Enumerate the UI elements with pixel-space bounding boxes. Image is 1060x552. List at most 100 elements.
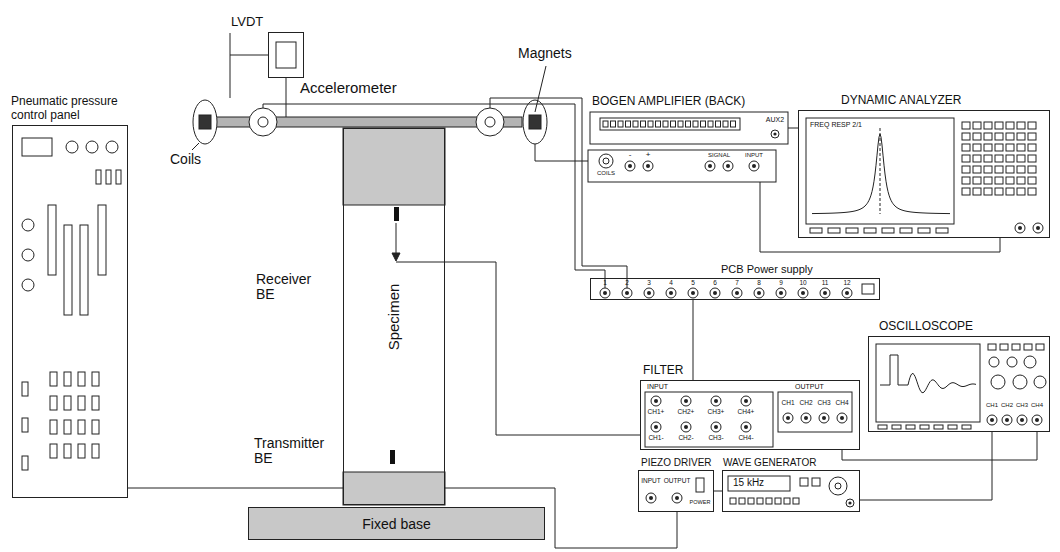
jack: [735, 291, 739, 295]
jack: [1017, 415, 1027, 425]
peak-marker: [880, 128, 881, 214]
key: [800, 478, 808, 486]
device-part: [106, 170, 111, 184]
key: [988, 344, 996, 350]
key: [864, 228, 876, 233]
terminal: [626, 121, 631, 127]
key: [962, 177, 970, 184]
jack: [752, 164, 756, 168]
panel-marking: 6: [713, 279, 717, 286]
key: [1017, 144, 1025, 151]
key: [766, 498, 772, 504]
jack: [714, 425, 718, 429]
key: [1028, 177, 1036, 184]
jack: [711, 396, 721, 406]
panel-marking: POWER: [690, 499, 711, 505]
key: [730, 498, 736, 504]
jack: [1020, 418, 1024, 422]
jack: [647, 291, 651, 295]
key: [995, 122, 1003, 129]
oscilloscope: OSCILLOSCOPE: [868, 336, 1050, 432]
part-label: Transmitter BE: [254, 436, 338, 467]
signal-cable: [842, 432, 1037, 460]
device-label: DYNAMIC ANALYZER: [841, 94, 961, 108]
terminal: [716, 121, 721, 127]
terminal: [693, 121, 698, 127]
bottom-cap: [343, 472, 445, 505]
jack: [708, 164, 712, 168]
panel-marking: CH3+: [708, 408, 725, 415]
key: [1006, 155, 1014, 162]
jack: [1018, 226, 1022, 230]
jack: [681, 422, 691, 432]
terminal: [648, 121, 653, 127]
jack: [840, 416, 844, 420]
device-label: PCB Power supply: [721, 263, 813, 276]
jack: [651, 396, 661, 406]
jack: [819, 413, 829, 423]
jack: [754, 288, 764, 298]
jack: [776, 288, 786, 298]
panel-marking: CH4: [1031, 402, 1043, 409]
jack: [773, 132, 776, 135]
jack: [628, 164, 632, 168]
device-part: [22, 418, 28, 432]
accelerometer: [485, 117, 495, 127]
jack: [723, 161, 733, 171]
panel-marking: +: [646, 151, 651, 160]
jack: [710, 288, 720, 298]
jack: [713, 291, 717, 295]
knob: [989, 357, 999, 367]
jack: [684, 425, 688, 429]
leader-line: [535, 66, 546, 112]
key: [973, 122, 981, 129]
device-label: PIEZO DRIVER: [641, 457, 712, 469]
jack: [744, 425, 748, 429]
device-part: [50, 372, 57, 386]
panel-marking: COILS: [597, 170, 615, 177]
key: [1028, 133, 1036, 140]
terminal: [663, 121, 668, 127]
device-part: [48, 205, 56, 275]
wire: [490, 98, 627, 288]
jack: [600, 288, 610, 298]
device-part: [66, 141, 78, 153]
device-label: LVDT: [231, 15, 263, 30]
jack: [654, 399, 658, 403]
switch: [862, 284, 874, 294]
device-part: [116, 170, 121, 184]
key: [962, 425, 971, 429]
magnet: [529, 115, 541, 129]
key: [1012, 344, 1020, 350]
jack: [845, 291, 849, 295]
key: [973, 155, 981, 162]
key: [973, 133, 981, 140]
panel-marking: 4: [669, 279, 673, 286]
jack: [846, 499, 854, 507]
key: [1006, 188, 1014, 195]
panel-marking: CH4-: [738, 434, 753, 441]
top-cap: [343, 128, 445, 205]
knob: [991, 375, 1005, 389]
panel-marking: 11: [822, 279, 829, 286]
jack: [1032, 415, 1042, 425]
jack: [705, 161, 715, 171]
key: [984, 155, 992, 162]
key: [962, 188, 970, 195]
jack: [726, 164, 730, 168]
jack: [987, 415, 997, 425]
coil-connector: [599, 154, 613, 168]
key: [1028, 188, 1036, 195]
panel-marking: INPUT: [641, 477, 661, 484]
panel-marking: CH2: [799, 399, 812, 406]
jack: [990, 418, 994, 422]
key: [1000, 344, 1008, 350]
panel-marking: 1: [603, 279, 607, 286]
lvdt-stand: [230, 33, 268, 98]
key: [948, 425, 957, 429]
key: [793, 498, 799, 504]
terminal: [618, 121, 623, 127]
key: [1017, 188, 1025, 195]
signal-cable: [788, 128, 798, 129]
